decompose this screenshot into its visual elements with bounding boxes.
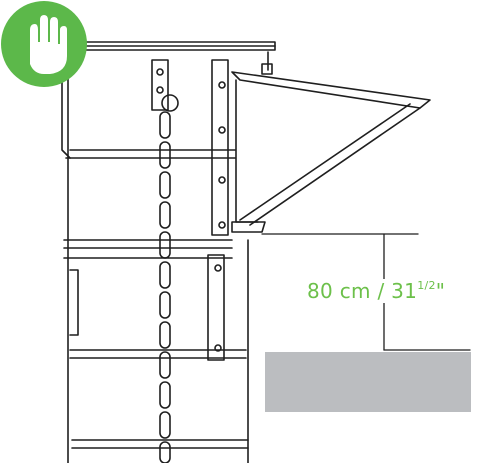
chain	[159, 111, 171, 463]
dimension-label: 80 cm / 311/2"	[305, 279, 448, 303]
hinge-plate	[207, 59, 229, 361]
dimension-unit-mark: "	[435, 279, 446, 303]
floor-block	[265, 352, 471, 412]
dimension-main: 80 cm / 31	[307, 279, 418, 303]
drum-body	[63, 59, 249, 463]
open-flap	[231, 63, 431, 233]
stop-hand-icon	[1, 1, 87, 87]
dimension-fraction: 1/2	[417, 279, 436, 292]
hasp-lock	[151, 59, 179, 112]
